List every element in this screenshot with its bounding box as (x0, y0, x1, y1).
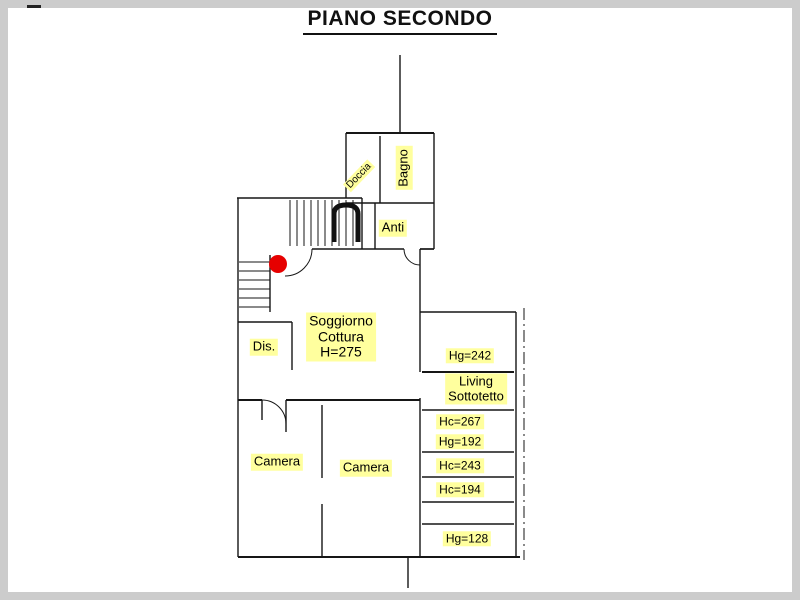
staircase-railing (331, 202, 361, 242)
scan-artifact-mark (27, 5, 41, 8)
label-camera-left: Camera (250, 453, 304, 471)
staircase-hatch (239, 200, 354, 308)
page-title: PIANO SECONDO (0, 7, 800, 35)
label-dis: Dis. (249, 338, 279, 356)
entrance-marker-dot (269, 255, 287, 273)
label-hc243: Hc=243 (436, 458, 484, 474)
label-hc267: Hc=267 (436, 414, 484, 430)
label-camera-right: Camera (339, 459, 393, 477)
label-hg128: Hg=128 (442, 531, 492, 547)
label-hg192: Hg=192 (435, 434, 485, 450)
label-bagno: Bagno (395, 146, 413, 190)
label-anti: Anti (378, 219, 408, 237)
label-hc194: Hc=194 (436, 482, 484, 498)
label-hg242: Hg=242 (445, 348, 495, 364)
walls (237, 55, 520, 588)
door-arcs (261, 248, 421, 425)
page-title-text: PIANO SECONDO (303, 7, 497, 35)
label-soggiorno-cottura: Soggiorno Cottura H=275 (306, 312, 376, 362)
label-living-sottotetto: Living Sottotetto (445, 373, 507, 405)
